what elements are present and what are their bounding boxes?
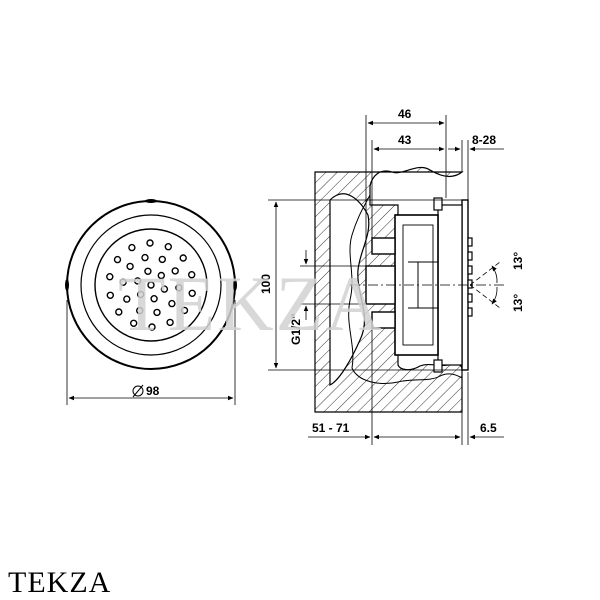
spray-jet — [158, 255, 167, 264]
angle-down-label: 13° — [511, 294, 525, 312]
spray-jet — [126, 262, 134, 271]
spray-jet — [171, 267, 179, 275]
spray-jet — [128, 243, 136, 252]
ring-notch-left — [65, 279, 69, 291]
angle-arc-down — [491, 286, 498, 305]
spray-jet — [146, 239, 154, 247]
spray-jet — [157, 271, 166, 280]
spray-jet — [188, 289, 196, 297]
dim-plate-label: 6.5 — [480, 421, 497, 435]
angle-arc-up — [491, 265, 498, 284]
spray-jet — [106, 273, 114, 281]
spray-angle-up — [469, 261, 501, 286]
spray-jet — [187, 271, 196, 279]
spray-jet — [135, 306, 144, 315]
spray-jet — [115, 308, 123, 316]
spray-jet — [144, 267, 152, 275]
dim-wall-label: 51 - 71 — [312, 421, 350, 435]
spray-jet — [106, 291, 115, 299]
diameter-symbol — [132, 384, 144, 398]
spray-jet — [123, 295, 131, 303]
spray-jet — [147, 281, 155, 289]
nozzle-profile — [467, 237, 473, 317]
side-view: 13° 13° 46 43 8-28 100 G1/2" 51 - 71 — [259, 107, 525, 445]
spray-jet — [136, 290, 145, 299]
body-inner — [402, 224, 434, 346]
connector-top — [371, 237, 396, 255]
front-view: 98 — [65, 199, 237, 405]
spray-jet — [129, 319, 138, 327]
jet-plate — [94, 228, 208, 342]
spray-jet — [175, 284, 183, 292]
spray-jet — [180, 306, 189, 315]
dim-100-label: 100 — [259, 274, 273, 294]
ring-notch-right — [233, 279, 237, 291]
spray-jet — [150, 295, 158, 303]
dim-46-label: 46 — [398, 107, 412, 121]
spray-jet — [166, 318, 174, 327]
spray-jet — [160, 285, 169, 293]
brand-logo-text: TEKZA — [8, 566, 112, 599]
angle-up-label: 13° — [511, 252, 525, 270]
spray-jet — [148, 323, 156, 331]
clip-top — [433, 197, 443, 211]
connector-bottom — [371, 311, 396, 329]
clip-bottom — [433, 359, 443, 373]
cavity-outline — [348, 194, 463, 384]
spray-angle-down — [469, 284, 501, 309]
spray-jet — [119, 278, 127, 286]
diameter-label: 98 — [146, 384, 160, 398]
ring-notch-top — [145, 199, 157, 203]
dim-thread-label: G1/2" — [289, 313, 303, 345]
spray-jets — [106, 239, 196, 331]
watermark: TEKZA — [118, 260, 384, 347]
spray-jet — [164, 242, 173, 251]
spray-jet — [141, 253, 149, 262]
inner-ring — [80, 214, 222, 356]
dim-8-28-label: 8-28 — [472, 133, 496, 147]
spray-jet — [179, 254, 187, 262]
spray-jet — [168, 299, 176, 308]
spray-jet — [153, 308, 161, 317]
dim-43-label: 43 — [398, 133, 412, 147]
spray-jet — [133, 277, 142, 285]
spray-jet — [113, 255, 122, 264]
